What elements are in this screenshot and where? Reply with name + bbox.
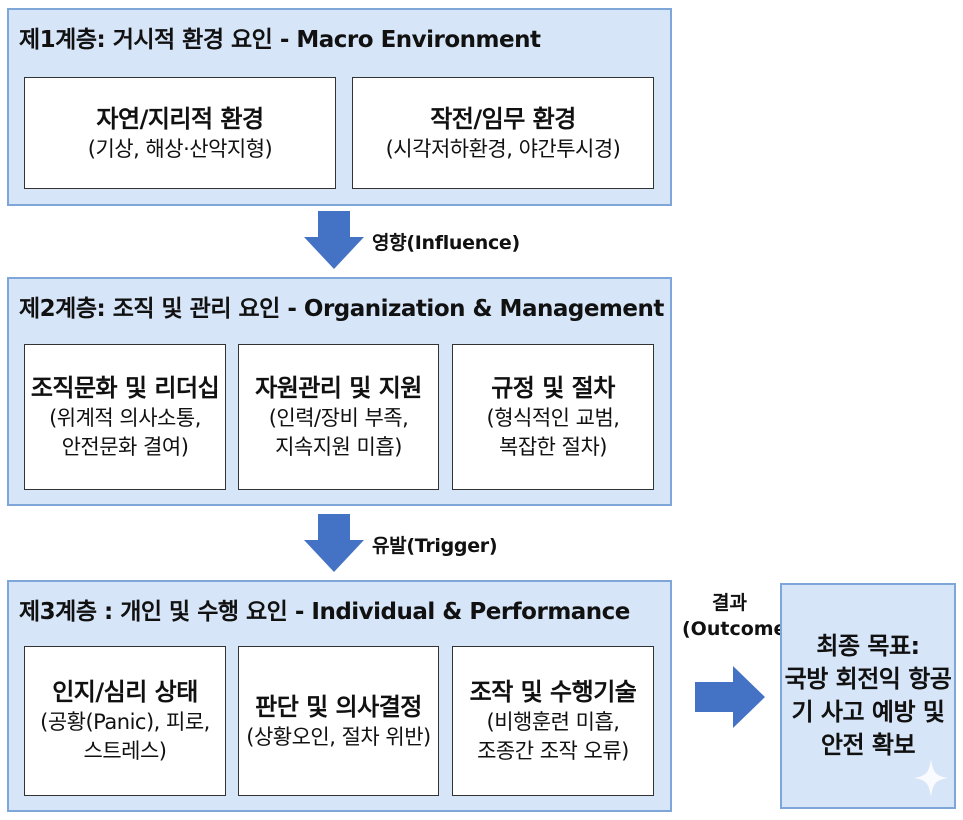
outcome-label-line1: 결과 <box>712 592 747 614</box>
box-desc-line1: (공황(Panic), 피로, <box>40 710 210 734</box>
box-title: 자원관리 및 지원 <box>255 374 422 402</box>
tier-2-box-culture: 조직문화 및 리더십 (위계적 의사소통, 안전문화 결여) <box>24 344 226 490</box>
goal-line1: 최종 목표: <box>816 632 920 660</box>
box-desc-line2: 안전문화 결여) <box>61 435 189 459</box>
box-desc: (시각저하환경, 야간투시경) <box>385 136 621 161</box>
trigger-arrow-icon <box>304 514 364 572</box>
box-title: 작전/임무 환경 <box>430 104 576 133</box>
tier-1-title: 제1계층: 거시적 환경 요인 - Macro Environment <box>19 27 541 53</box>
tier-2-box-procedure: 규정 및 절차 (형식적인 교범, 복잡한 절차) <box>452 344 654 490</box>
goal-line2: 국방 회전익 항공 <box>784 665 952 693</box>
tier-3-box-decision: 판단 및 의사결정 (상황오인, 절차 위반) <box>238 646 439 796</box>
influence-arrow-icon <box>304 211 364 269</box>
box-desc-line1: (상황오인, 절차 위반) <box>246 724 431 749</box>
tier-3-panel: 제3계층 : 개인 및 수행 요인 - Individual & Perform… <box>7 580 672 812</box>
outcome-label: 결과 (Outcome) <box>682 590 796 642</box>
box-desc: (기상, 해상·산악지형) <box>87 136 273 161</box>
tier-1-panel: 제1계층: 거시적 환경 요인 - Macro Environment 자연/지… <box>7 8 672 206</box>
tier-2-box-resource: 자원관리 및 지원 (인력/장비 부족, 지속지원 미흡) <box>238 344 439 490</box>
box-desc-line1: (형식적인 교범, <box>486 406 620 430</box>
outcome-arrow-icon <box>695 666 765 728</box>
box-title: 판단 및 의사결정 <box>255 692 422 721</box>
final-goal-box: 최종 목표: 국방 회전익 항공 기 사고 예방 및 안전 확보 <box>780 583 956 809</box>
outcome-label-line2: (Outcome) <box>682 618 796 640</box>
influence-label: 영향(Influence) <box>372 232 520 254</box>
box-desc-line2: 스트레스) <box>83 739 167 763</box>
box-title: 규정 및 절차 <box>491 374 615 402</box>
tier-3-box-cognitive: 인지/심리 상태 (공황(Panic), 피로, 스트레스) <box>24 646 226 796</box>
goal-line3: 기 사고 예방 및 <box>791 698 945 726</box>
sparkle-icon <box>914 759 948 797</box>
tier-3-title: 제3계층 : 개인 및 수행 요인 - Individual & Perform… <box>19 599 630 625</box>
box-title: 조작 및 수행기술 <box>469 678 637 706</box>
box-title: 자연/지리적 환경 <box>96 104 264 133</box>
box-desc-line2: 조종간 조작 오류) <box>477 739 629 763</box>
tier-3-box-skill: 조작 및 수행기술 (비행훈련 미흡, 조종간 조작 오류) <box>452 646 654 796</box>
box-title: 조직문화 및 리더십 <box>30 374 220 402</box>
goal-line4: 안전 확보 <box>820 731 916 759</box>
box-desc-line1: (인력/장비 부족, <box>268 406 409 430</box>
tier-2-title: 제2계층: 조직 및 관리 요인 - Organization & Manage… <box>19 296 664 322</box>
tier-1-box-natural: 자연/지리적 환경 (기상, 해상·산악지형) <box>24 77 336 189</box>
box-desc-line1: (위계적 의사소통, <box>49 406 201 430</box>
box-title: 인지/심리 상태 <box>52 678 198 706</box>
box-desc-line2: 복잡한 절차) <box>499 435 607 459</box>
tier-2-panel: 제2계층: 조직 및 관리 요인 - Organization & Manage… <box>7 277 672 506</box>
trigger-label: 유발(Trigger) <box>372 535 498 557</box>
tier-1-box-operation: 작전/임무 환경 (시각저하환경, 야간투시경) <box>352 77 654 189</box>
box-desc-line2: 지속지원 미흡) <box>275 435 402 459</box>
box-desc-line1: (비행훈련 미흡, <box>486 710 620 734</box>
